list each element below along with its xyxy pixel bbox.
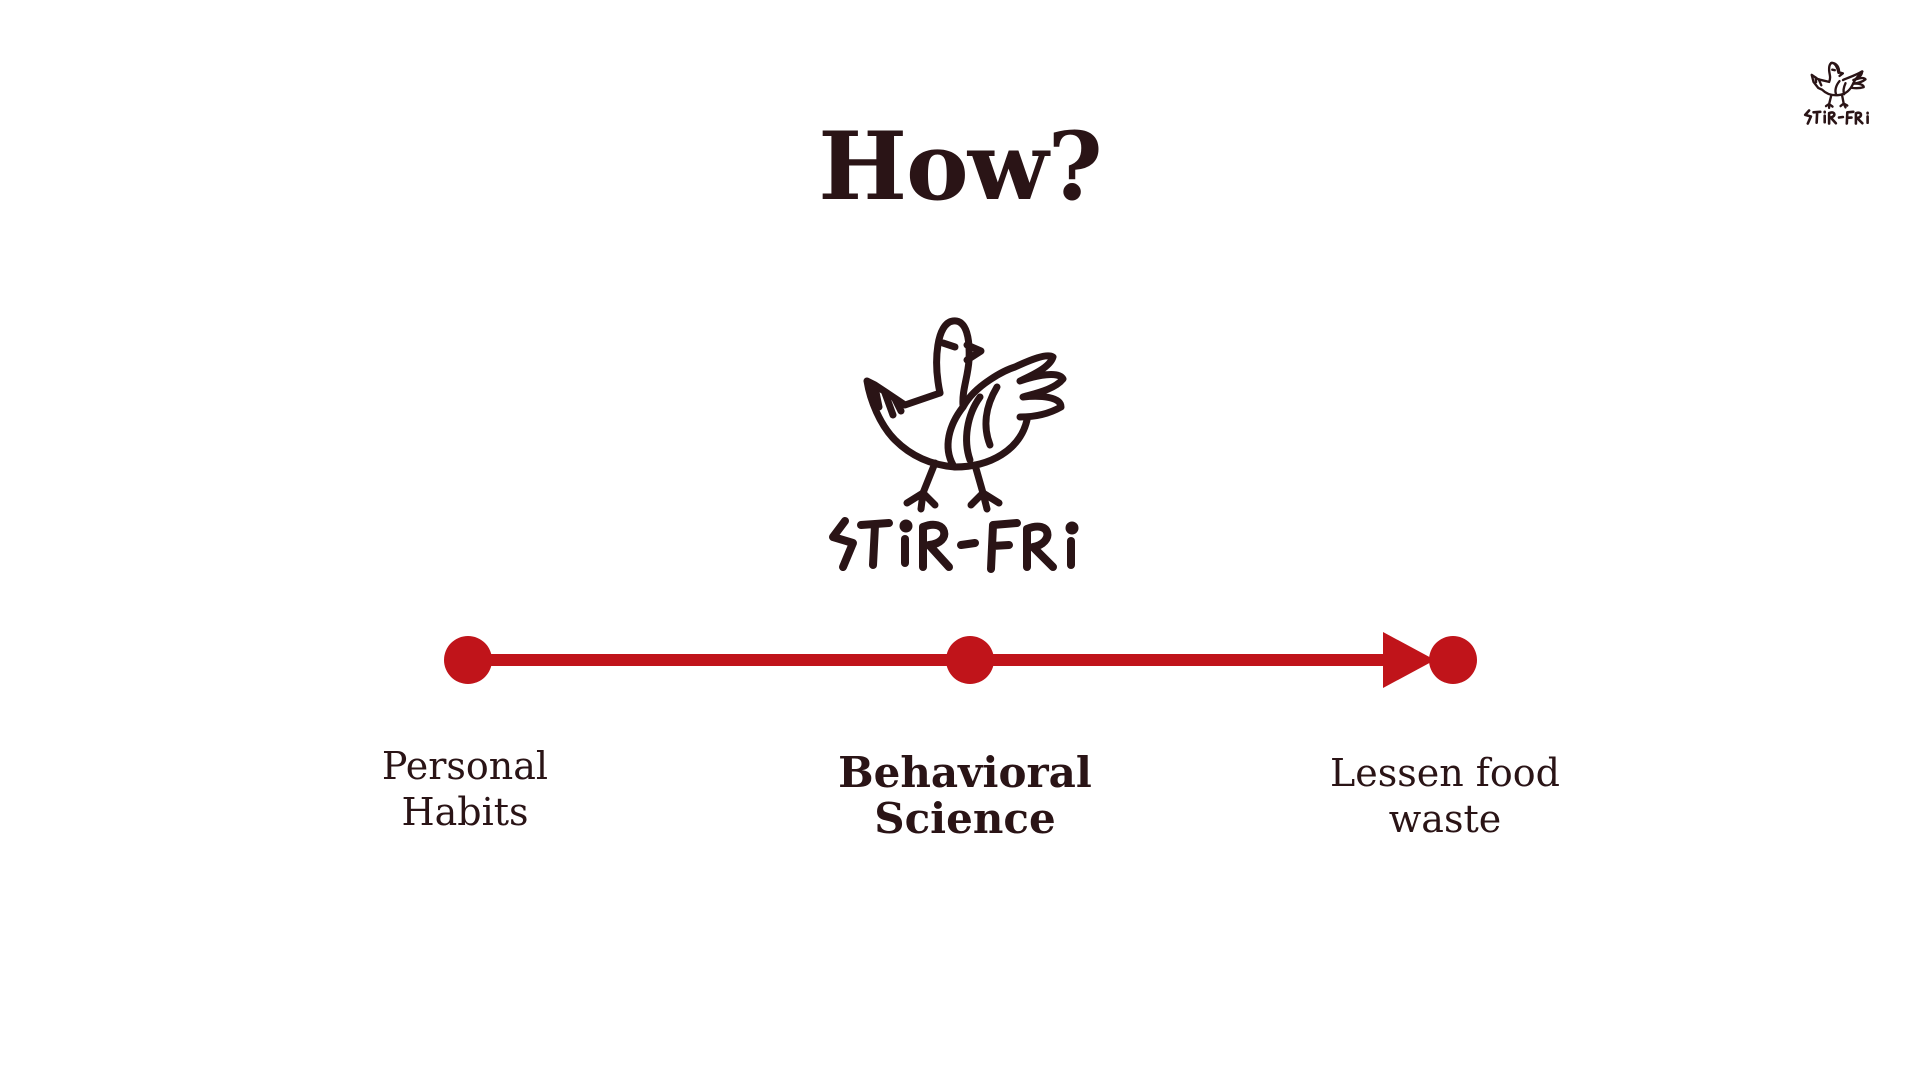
corner-logo <box>1800 55 1878 127</box>
timeline-node-1 <box>444 636 492 684</box>
pigeon-icon <box>1800 55 1878 127</box>
timeline-node-3 <box>1429 636 1477 684</box>
step-label-line: Behavioral <box>805 750 1125 796</box>
step-label-line: Lessen food <box>1285 750 1605 796</box>
brand-logo <box>815 315 1115 575</box>
step-label-lessen-food-waste: Lessen food waste <box>1285 750 1605 842</box>
step-label-line: Science <box>805 796 1125 842</box>
step-label-behavioral-science: Behavioral Science <box>805 750 1125 842</box>
timeline-node-2 <box>946 636 994 684</box>
timeline-arrowhead <box>1383 632 1435 688</box>
step-label-personal-habits: Personal Habits <box>305 743 625 835</box>
step-label-line: waste <box>1285 796 1605 842</box>
step-label-line: Habits <box>305 789 625 835</box>
step-label-line: Personal <box>305 743 625 789</box>
slide-title: How? <box>0 112 1920 222</box>
pigeon-icon <box>815 315 1115 575</box>
